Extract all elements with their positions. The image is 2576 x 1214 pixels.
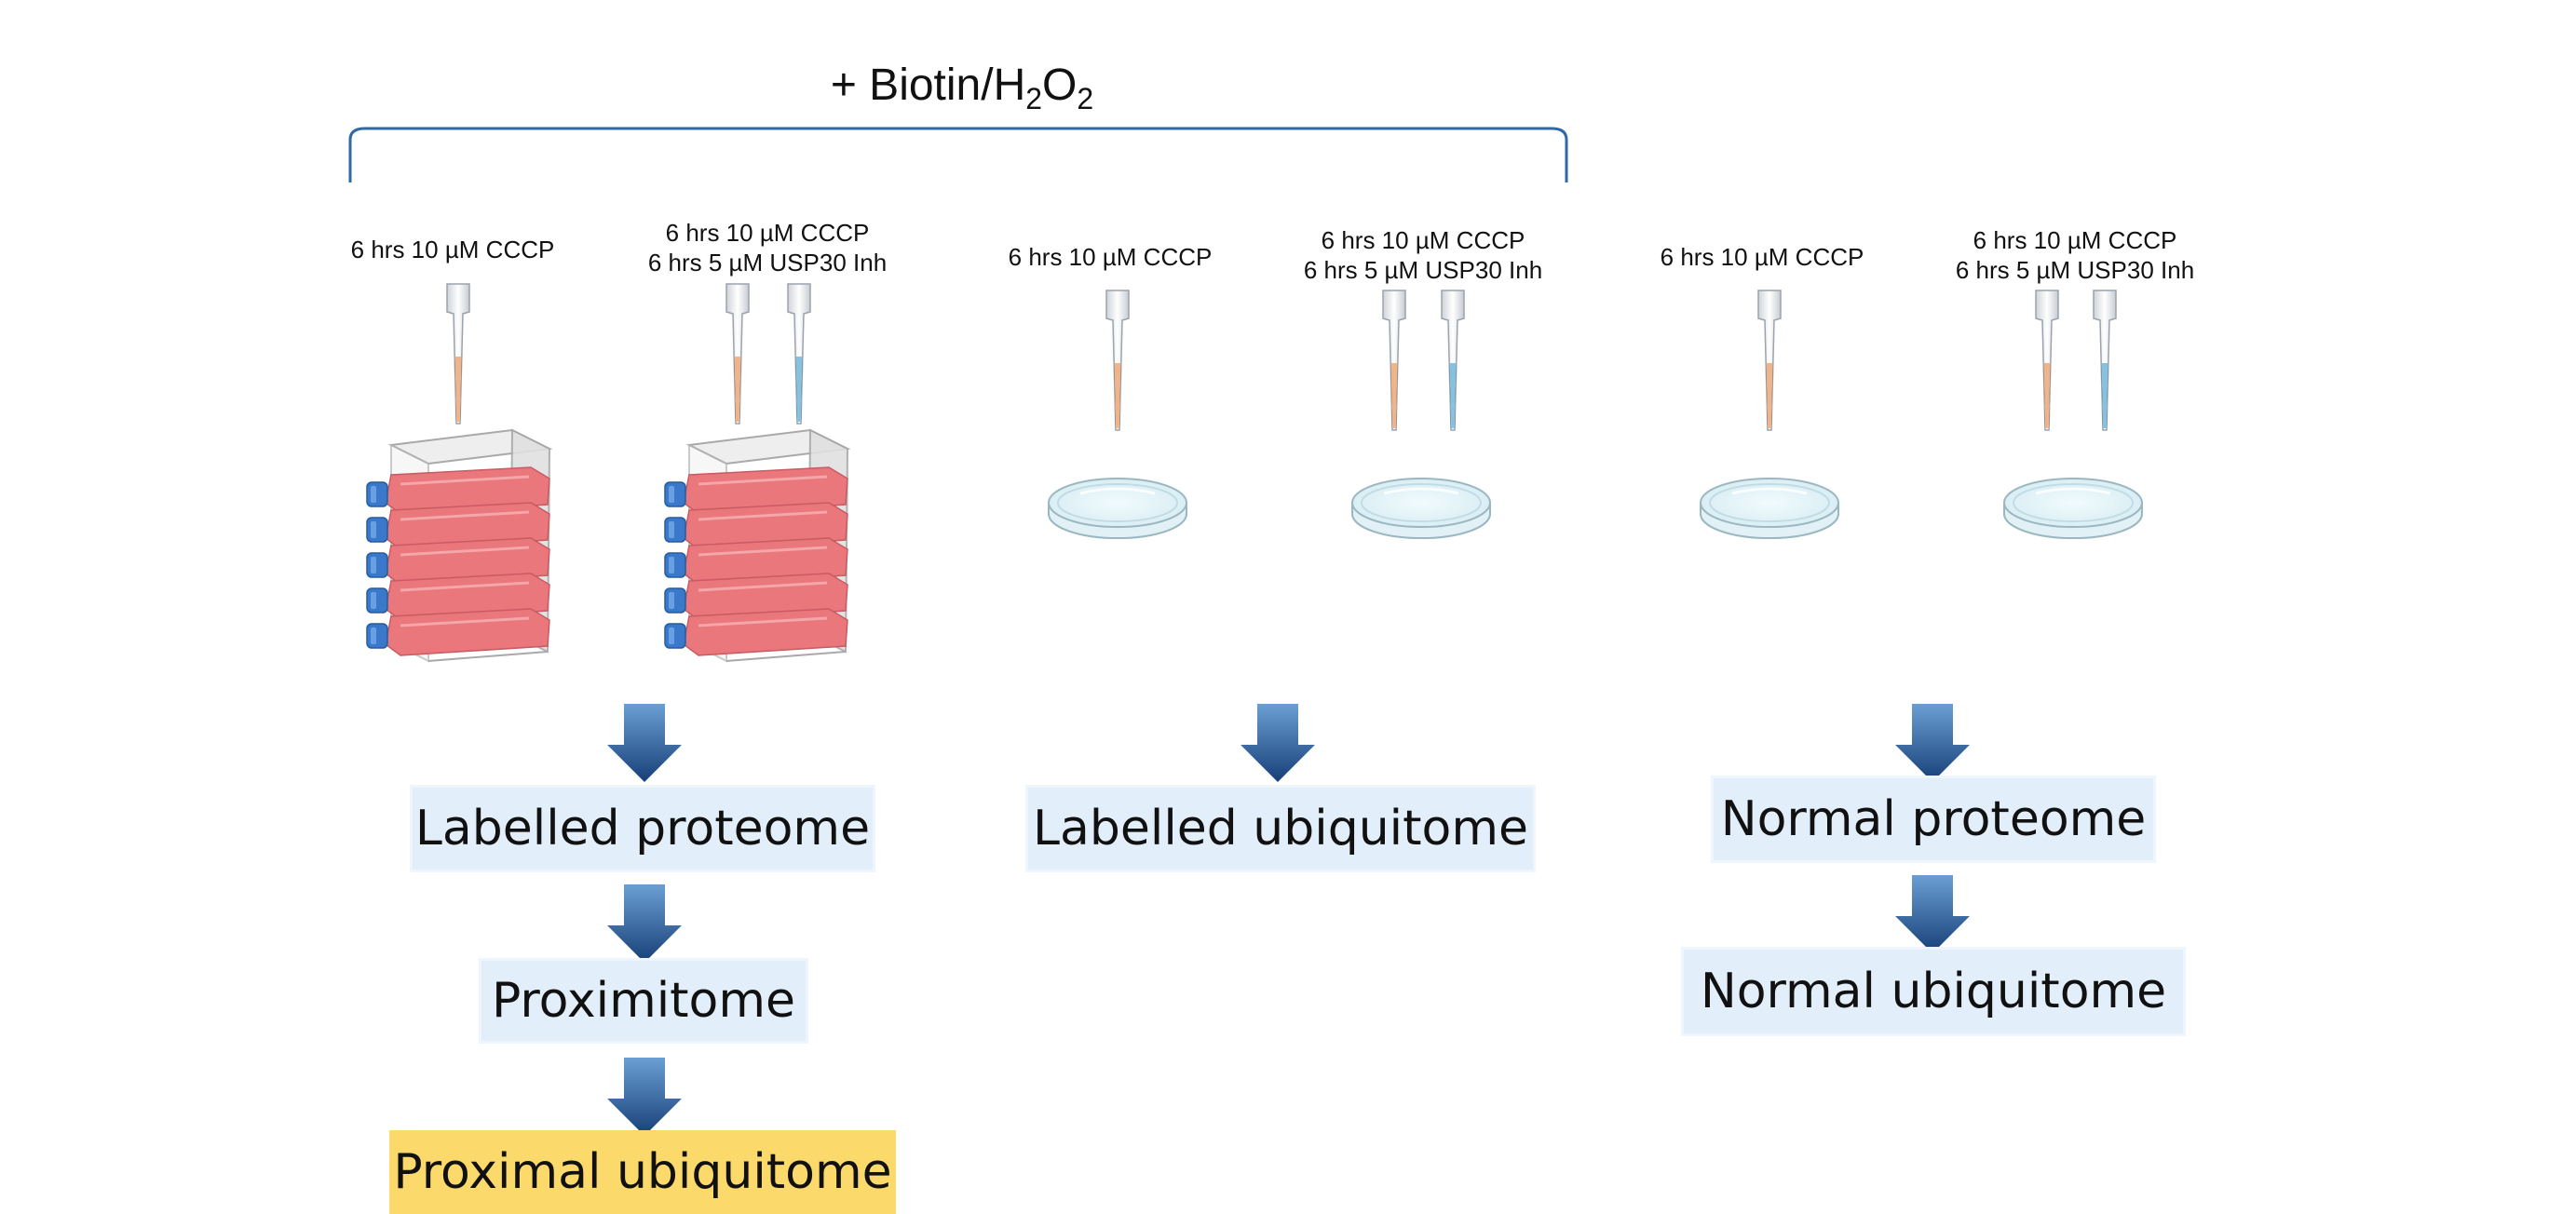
condition-label: 6 hrs 10 µM CCCP (351, 235, 555, 264)
condition-line: 6 hrs 5 µM USP30 Inh (647, 249, 888, 277)
petri-dish-icon (1699, 477, 1840, 540)
down-arrow-icon (1241, 704, 1315, 782)
condition-line: 6 hrs 10 µM CCCP (1008, 243, 1213, 271)
condition-line: 6 hrs 10 µM CCCP (350, 236, 555, 263)
condition-label: 6 hrs 10 µM CCCP 6 hrs 5 µM USP30 Inh (648, 218, 887, 277)
petri-dish-icon (1047, 477, 1188, 540)
petri-dish-icon (1350, 477, 1492, 540)
title-subscript-2: 2 (1077, 82, 1094, 115)
proximitome-box: Proximitome (481, 961, 806, 1041)
flask-stack-icon (665, 430, 847, 661)
condition-line: 6 hrs 10 µM CCCP (1321, 226, 1525, 254)
condition-line: 6 hrs 10 µM CCCP (1660, 243, 1864, 271)
pipette-tip-icon (1757, 290, 1782, 431)
pipette-tip-icon (2093, 290, 2117, 431)
pipette-tip-icon (446, 283, 470, 425)
pipette-tip-icon (787, 283, 811, 425)
condition-label: 6 hrs 10 µM CCCP (1661, 242, 1864, 272)
down-arrow-icon (1895, 704, 1970, 782)
condition-label: 6 hrs 10 µM CCCP 6 hrs 5 µM USP30 Inh (1956, 225, 2194, 285)
pipette-tip-icon (1382, 290, 1406, 431)
condition-label: 6 hrs 10 µM CCCP 6 hrs 5 µM USP30 Inh (1304, 225, 1542, 285)
down-arrow-icon (607, 884, 682, 963)
pipette-tip-icon (1105, 290, 1130, 431)
condition-label: 6 hrs 10 µM CCCP (1009, 242, 1213, 272)
down-arrow-icon (607, 1058, 682, 1136)
title-mid: O (1042, 61, 1078, 110)
bracket-icon (348, 127, 1568, 182)
down-arrow-icon (1895, 875, 1970, 953)
pipette-tip-icon (2035, 290, 2059, 431)
down-arrow-icon (607, 704, 682, 782)
condition-line: 6 hrs 10 µM CCCP (1973, 226, 2177, 254)
pipette-tip-icon (1441, 290, 1465, 431)
biotin-h2o2-title: + Biotin/H2O2 (831, 60, 1093, 116)
title-prefix: + Biotin/H (830, 61, 1026, 110)
petri-dish-icon (2002, 477, 2144, 540)
pipette-tip-icon (725, 283, 750, 425)
flask-stack-icon (367, 430, 549, 661)
labelled-proteome-box: Labelled proteome (413, 788, 873, 870)
condition-line: 6 hrs 5 µM USP30 Inh (1303, 256, 1543, 284)
normal-proteome-box: Normal proteome (1714, 778, 2153, 860)
labelled-ubiquitome-box: Labelled ubiquitome (1028, 788, 1533, 870)
proximal-ubiquitome-box: Proximal ubiquitome (389, 1130, 896, 1214)
title-subscript-1: 2 (1025, 82, 1043, 115)
normal-ubiquitome-box: Normal ubiquitome (1684, 950, 2183, 1033)
condition-line: 6 hrs 10 µM CCCP (665, 219, 870, 247)
condition-line: 6 hrs 5 µM USP30 Inh (1955, 256, 2195, 284)
